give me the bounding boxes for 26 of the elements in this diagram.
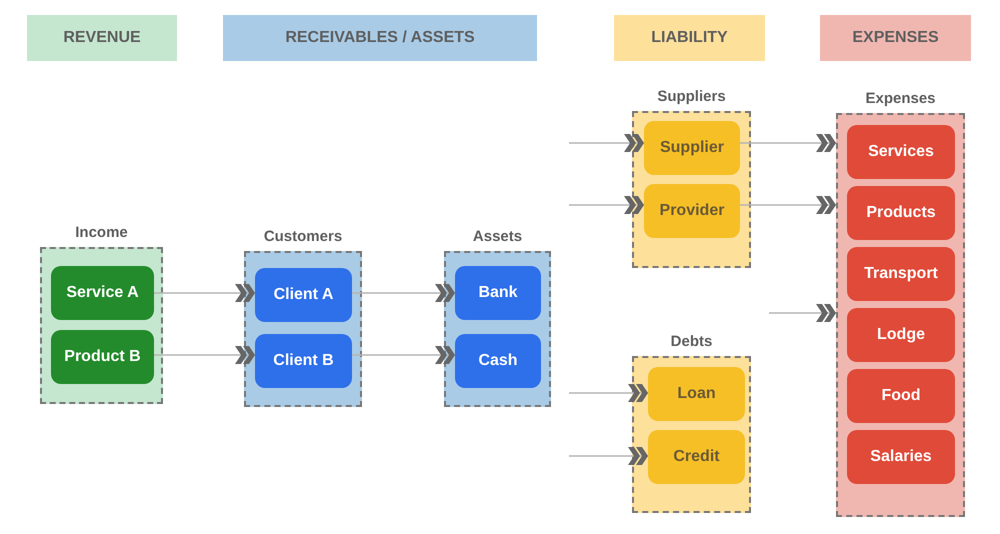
group-heading: Income <box>74 224 129 241</box>
group-heading: Debts <box>670 333 714 350</box>
account-box: Services <box>847 125 955 179</box>
account-box: Supplier <box>644 121 740 175</box>
group-heading: Suppliers <box>656 88 727 105</box>
group-heading: Expenses <box>864 90 937 107</box>
group-heading: Assets <box>472 228 524 245</box>
account-box: Lodge <box>847 308 955 362</box>
account-box: Client B <box>255 334 352 388</box>
category-banner: LIABILITY <box>614 15 765 61</box>
category-banner: RECEIVABLES / ASSETS <box>223 15 537 61</box>
account-box: Loan <box>648 367 745 421</box>
account-box: Bank <box>455 266 541 320</box>
account-box: Service A <box>51 266 154 320</box>
category-banner: EXPENSES <box>820 15 971 61</box>
account-box: Transport <box>847 247 955 301</box>
account-box: Credit <box>648 430 745 484</box>
account-box: Food <box>847 369 955 423</box>
group-heading: Customers <box>262 228 344 245</box>
account-box: Product B <box>51 330 154 384</box>
category-banner: REVENUE <box>27 15 177 61</box>
account-box: Salaries <box>847 430 955 484</box>
account-box: Client A <box>255 268 352 322</box>
account-box: Cash <box>455 334 541 388</box>
account-box: Products <box>847 186 955 240</box>
account-box: Provider <box>644 184 740 238</box>
